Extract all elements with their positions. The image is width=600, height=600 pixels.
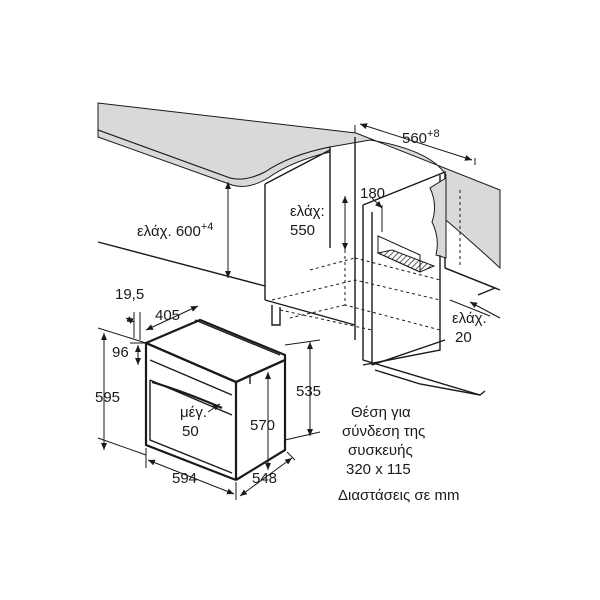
dim-gap-line1: ελάχ.: [452, 310, 487, 327]
dim-handle: [207, 403, 221, 413]
dim-inner-height-label: 570: [250, 417, 275, 434]
note-connection-line3: συσκευής: [348, 442, 413, 459]
note-connection-line1: Θέση για: [351, 404, 411, 421]
dim-cabinet-width: [354, 123, 476, 165]
dim-oven-width-label: 594: [172, 470, 197, 487]
dim-gap-line2: 20: [455, 329, 472, 346]
dim-body-height-label: 535: [296, 383, 321, 400]
hidden-lines: [271, 190, 461, 331]
floor-line: [97, 241, 266, 287]
dim-gap: [449, 299, 501, 319]
dim-front-offset: [145, 305, 199, 331]
dim-front-offset-label: 405: [155, 307, 180, 324]
cabinet: [264, 137, 501, 396]
dim-panel-thickness-label: 19,5: [115, 286, 144, 303]
dim-body-height: [284, 339, 321, 441]
oven: [143, 318, 287, 482]
dim-connection-offset-label: 180: [360, 185, 385, 202]
note-connection-line2: σύνδεση της: [342, 423, 425, 440]
dim-top-offset: [130, 342, 146, 365]
dim-oven-depth-label: 548: [252, 470, 277, 487]
dim-oven-width: [145, 448, 237, 500]
dim-oven-height: [97, 327, 147, 456]
note-units: Διαστάσεις σε mm: [338, 487, 459, 504]
dim-handle-line1: μέγ.: [180, 404, 207, 421]
note-connection-size: 320 x 115: [346, 461, 411, 478]
dim-cabinet-width-label: 560+8: [402, 128, 440, 147]
dim-cabinet-height-label: ελάχ. 600+4: [137, 221, 213, 240]
dim-connection-offset: [371, 197, 383, 232]
dim-cabinet-depth-line1: ελάχ:: [290, 203, 325, 220]
dim-oven-height-label: 595: [95, 389, 120, 406]
dim-cabinet-depth-line2: 550: [290, 222, 315, 239]
floor-line-right: [444, 267, 497, 296]
dim-panel-thickness: [125, 312, 141, 340]
dim-top-offset-label: 96: [112, 344, 129, 361]
dim-oven-depth: [239, 451, 296, 497]
dim-handle-line2: 50: [182, 423, 199, 440]
connection-position-box: [376, 235, 436, 273]
